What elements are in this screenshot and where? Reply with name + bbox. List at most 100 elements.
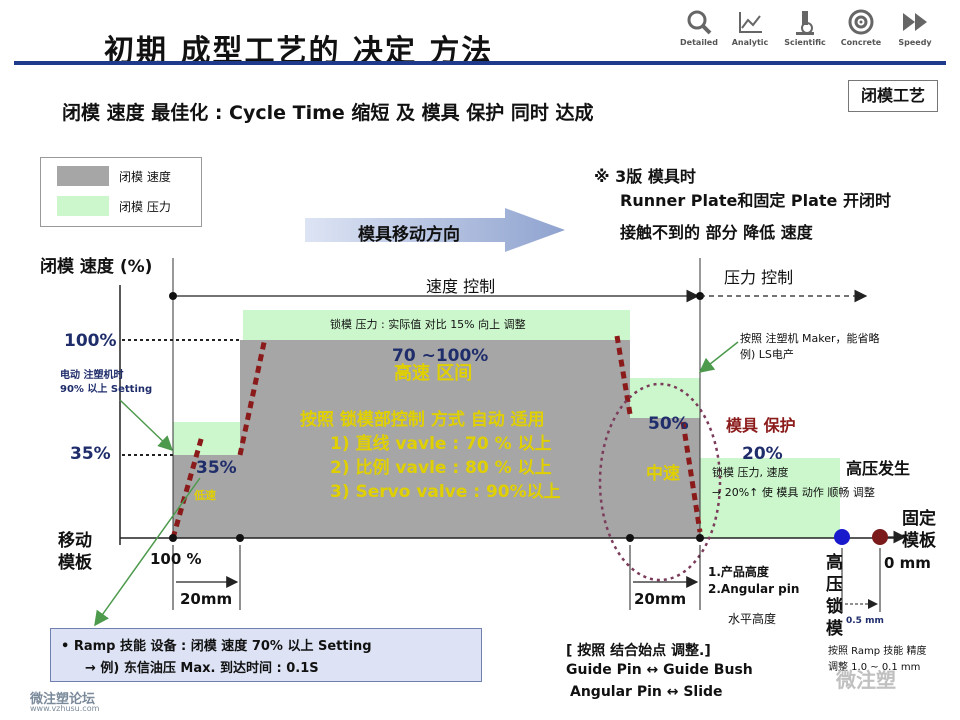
ramp-precision-2: 调整 1.0 ~ 0.1 mm [828,662,921,673]
fast-forward-icon [903,13,927,31]
header-divider [14,61,946,65]
pressure-band-mid [630,378,700,418]
point-20mm-right [626,534,634,542]
footer-left-url: www.vzhusu.com [30,704,100,713]
fixed-plate-2: 模板 [902,531,936,551]
moving-plate-1: 移动 [58,531,92,551]
target-icon [848,9,874,35]
fixed-plate-1: 固定 [902,509,936,529]
mold-protect-label: 模具 保护 [726,416,796,435]
y-axis-label: 闭模 速度 (%) [40,257,153,277]
moving-plate-2: 模板 [58,553,92,573]
nav-detailed[interactable]: Detailed [666,8,732,47]
high-lock-4: 模 [826,619,843,639]
legend-pressure-label: 闭模 压力 [119,200,171,214]
high-pressure-point [834,529,850,545]
legend: 闭模 速度 闭模 压力 [40,157,202,227]
nav-speedy[interactable]: Speedy [882,8,948,47]
pressure-band-high [243,310,630,340]
legend-pressure-swatch [57,196,109,216]
product-note-3: 水平高度 [728,612,777,626]
direction-arrow [305,208,565,252]
nav-scientific[interactable]: Scientific [772,8,838,47]
pressure-control-label: 压力 控制 [724,268,794,287]
icon-label: Speedy [898,38,932,47]
search-icon [687,10,712,35]
speed-control-label: 速度 控制 [426,277,496,296]
pressure-adjust-note: 锁模 压力 : 实际值 对比 15% 向上 调整 [330,318,526,331]
ls-pointer [698,341,739,373]
point-20mm [236,534,244,542]
product-note-1: 1.产品高度 [708,565,769,579]
ramp-info-box: • Ramp 技能 设备 : 闭模 速度 70% 以上 Setting → 例)… [50,628,482,682]
ls-note-1: 按照 注塑机 Maker，能省略 [740,332,880,345]
protect-note-2: → 20%↑ 使 模具 动作 顺畅 调整 [712,486,875,499]
footer-left-logo: 微注塑论坛 [30,692,96,707]
ramp-line-start [170,435,205,539]
note-line2: Runner Plate和固定 Plate 开闭时 [620,191,891,210]
note-line1: ※ 3版 模具时 [594,167,696,186]
adjust-note-1: [ 按照 结合始点 调整.] [566,643,711,659]
nav-analytic[interactable]: Analytic [717,8,783,47]
high-pressure-label: 高压发生 [846,459,911,478]
mid-speed-ellipse [598,382,722,582]
section-tag: 闭模工艺 [848,80,938,112]
mid-speed-label: 中速 [646,464,680,484]
legend-speed-label: 闭模 速度 [119,170,171,184]
ramp-line-decel [614,335,633,415]
protect-pct: 20% [742,444,783,464]
ramp-precision-1: 按照 Ramp 技能 精度 [828,646,927,657]
high-lock-1: 高 [826,553,843,573]
center-line-1: 按照 锁模部控制 方式 自动 适用 [300,410,545,430]
product-note-2: 2.Angular pin [708,582,800,596]
nav-concrete[interactable]: Concrete [828,8,894,47]
dist-left-label: 20mm [180,590,233,608]
ramp-box-line1: • Ramp 技能 设备 : 闭模 速度 70% 以上 Setting [61,639,372,654]
electric-note-1: 电动 注塑机时 [60,370,124,381]
high-lock-3: 锁 [826,597,843,617]
center-line-3: 2) 比例 vavle : 80 % 以上 [330,458,552,478]
ramp-box-line2: → 例) 东信油压 Max. 到达时间 : 0.1S [85,661,319,676]
dist-right-label: 20mm [634,590,687,608]
center-line-4: 3) Servo valve : 90%以上 [330,482,561,502]
fixed-plate-point [872,529,888,545]
protect-note-1: 锁模 压力, 速度 [712,466,789,479]
low-speed-label: 低速 [194,489,216,502]
icon-label: Concrete [840,38,882,47]
icon-label: Scientific [784,38,826,47]
mid-speed-pct: 50% [648,414,689,434]
ramp-line-accel [237,337,268,456]
footer-right-logo: 微注塑 [836,668,896,692]
high-lock-2: 压 [826,575,843,595]
electric-pointer [119,399,174,452]
adjust-note-2: Guide Pin ↔ Guide Bush [566,662,753,678]
high-speed-label: 高速 区间 [394,363,473,384]
icon-label: Detailed [680,38,718,47]
center-line-2: 1) 直线 vavle : 70 % 以上 [330,434,552,454]
ramp-line-end [680,421,703,533]
subtitle: 闭模 速度 最佳化 : Cycle Time 缩短 及 模具 保护 同时 达成 [62,102,594,124]
footer: 微注塑论坛 www.vzhusu.com 微注塑 [0,668,960,720]
level-35-label: 35% [70,444,111,464]
level-100-label: 100% [64,331,117,351]
icon-label: Analytic [731,38,769,47]
adjust-note-3: Angular Pin ↔ Slide [570,684,723,700]
microscope-icon [796,11,814,35]
speed-profile-area [173,340,700,538]
ls-note-2: 例) LS电产 [740,348,794,361]
dist-small-label: 0.5 mm [846,616,884,626]
point-100 [169,534,177,542]
note-line3: 接触不到的 部分 降低 速度 [620,223,813,242]
electric-note-2: 90% 以上 Setting [60,384,153,395]
x-end-label: 0 mm [884,554,931,572]
direction-label: 模具移动方向 [358,225,460,245]
pressure-band-protect [700,458,840,538]
legend-speed-swatch [57,166,109,186]
high-speed-range: 70 ~100% [392,346,489,366]
chart-line-icon [739,12,762,33]
low-speed-pct: 35% [196,458,237,478]
point-contact [696,534,704,542]
ramp-pointer [94,477,201,627]
x-start-label: 100 % [150,550,202,568]
